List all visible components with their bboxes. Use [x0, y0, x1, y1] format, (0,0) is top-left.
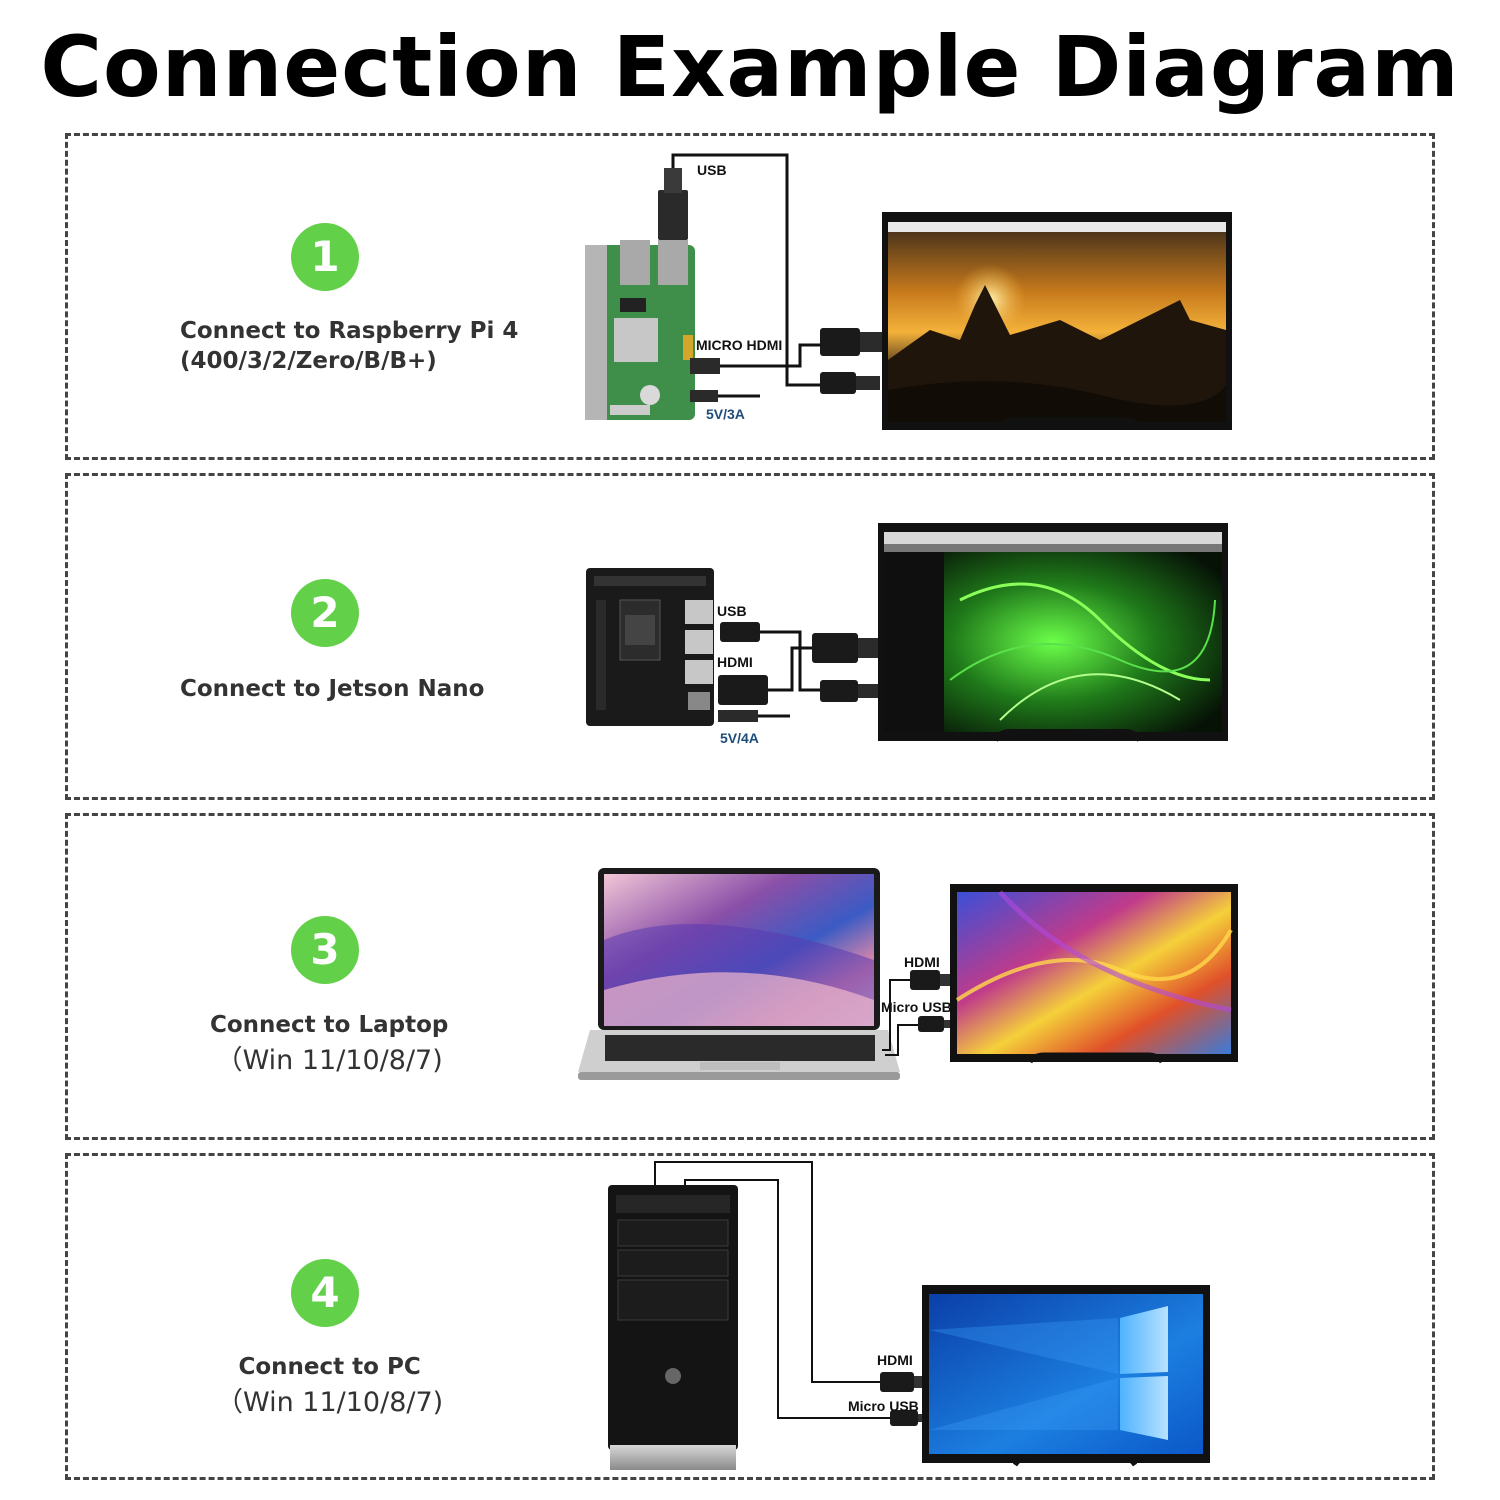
- hdmi-cable-jetson: [718, 633, 880, 705]
- raspberry-pi-board: [585, 240, 695, 420]
- caption-line-2: （Win 11/10/8/7): [215, 1045, 443, 1076]
- usb-cable-pi: [658, 153, 880, 387]
- page-title: Connection Example Diagram: [40, 18, 1460, 116]
- caption-line-1: Connect to Raspberry Pi 4: [180, 318, 519, 344]
- label-hdmi-jetson: HDMI: [717, 654, 753, 670]
- label-hdmi-laptop: HDMI: [904, 954, 940, 970]
- monitor-2: [878, 523, 1228, 742]
- monitor-3: [950, 884, 1238, 1064]
- caption-line-1: Connect to Laptop: [210, 1012, 449, 1038]
- step-badge-2: 2: [291, 579, 359, 647]
- caption-jetson-nano: Connect to Jetson Nano: [180, 674, 484, 704]
- label-power-jetson: 5V/4A: [720, 730, 759, 746]
- caption-line-2: (400/3/2/Zero/B/B+): [180, 348, 437, 374]
- caption-line-1: Connect to Jetson Nano: [180, 676, 485, 702]
- caption-raspberry-pi: Connect to Raspberry Pi 4 (400/3/2/Zero/…: [180, 316, 518, 376]
- step-badge-3: 3: [291, 916, 359, 984]
- panel-pc: 4 Connect to PC （Win 11/10/8/7): [65, 1153, 1435, 1480]
- step-badge-4: 4: [291, 1259, 359, 1327]
- jetson-nano-board: [586, 568, 714, 726]
- pc-tower: [608, 1185, 738, 1470]
- label-usb-pi: USB: [697, 162, 727, 178]
- power-cable-pi: [690, 390, 760, 402]
- monitor-4: [922, 1285, 1210, 1467]
- caption-line-2: （Win 11/10/8/7): [216, 1387, 444, 1418]
- label-usb-laptop: Micro USB: [881, 999, 952, 1015]
- panel-jetson-nano: 2 Connect to Jetson Nano: [65, 473, 1435, 800]
- panel-laptop: 3 Connect to Laptop （Win 11/10/8/7): [65, 813, 1435, 1140]
- caption-pc: Connect to PC （Win 11/10/8/7): [216, 1352, 443, 1418]
- label-hdmi-pi: MICRO HDMI: [696, 337, 783, 353]
- label-usb-pc: Micro USB: [848, 1398, 919, 1414]
- panel-raspberry-pi: 1 Connect to Raspberry Pi 4 (400/3/2/Zer…: [65, 133, 1435, 460]
- power-cable-jetson: [718, 710, 790, 722]
- label-power-pi: 5V/3A: [706, 406, 745, 422]
- usb-cable-jetson: [720, 622, 820, 692]
- label-usb-jetson: USB: [717, 603, 747, 619]
- caption-line-1: Connect to PC: [238, 1354, 421, 1380]
- hdmi-cable-pi: [690, 328, 882, 394]
- label-hdmi-pc: HDMI: [877, 1352, 913, 1368]
- step-badge-1: 1: [291, 223, 359, 291]
- caption-laptop: Connect to Laptop （Win 11/10/8/7): [210, 1010, 448, 1076]
- monitor-1: [882, 212, 1232, 430]
- cables-laptop: [882, 970, 954, 1056]
- laptop: [578, 868, 900, 1080]
